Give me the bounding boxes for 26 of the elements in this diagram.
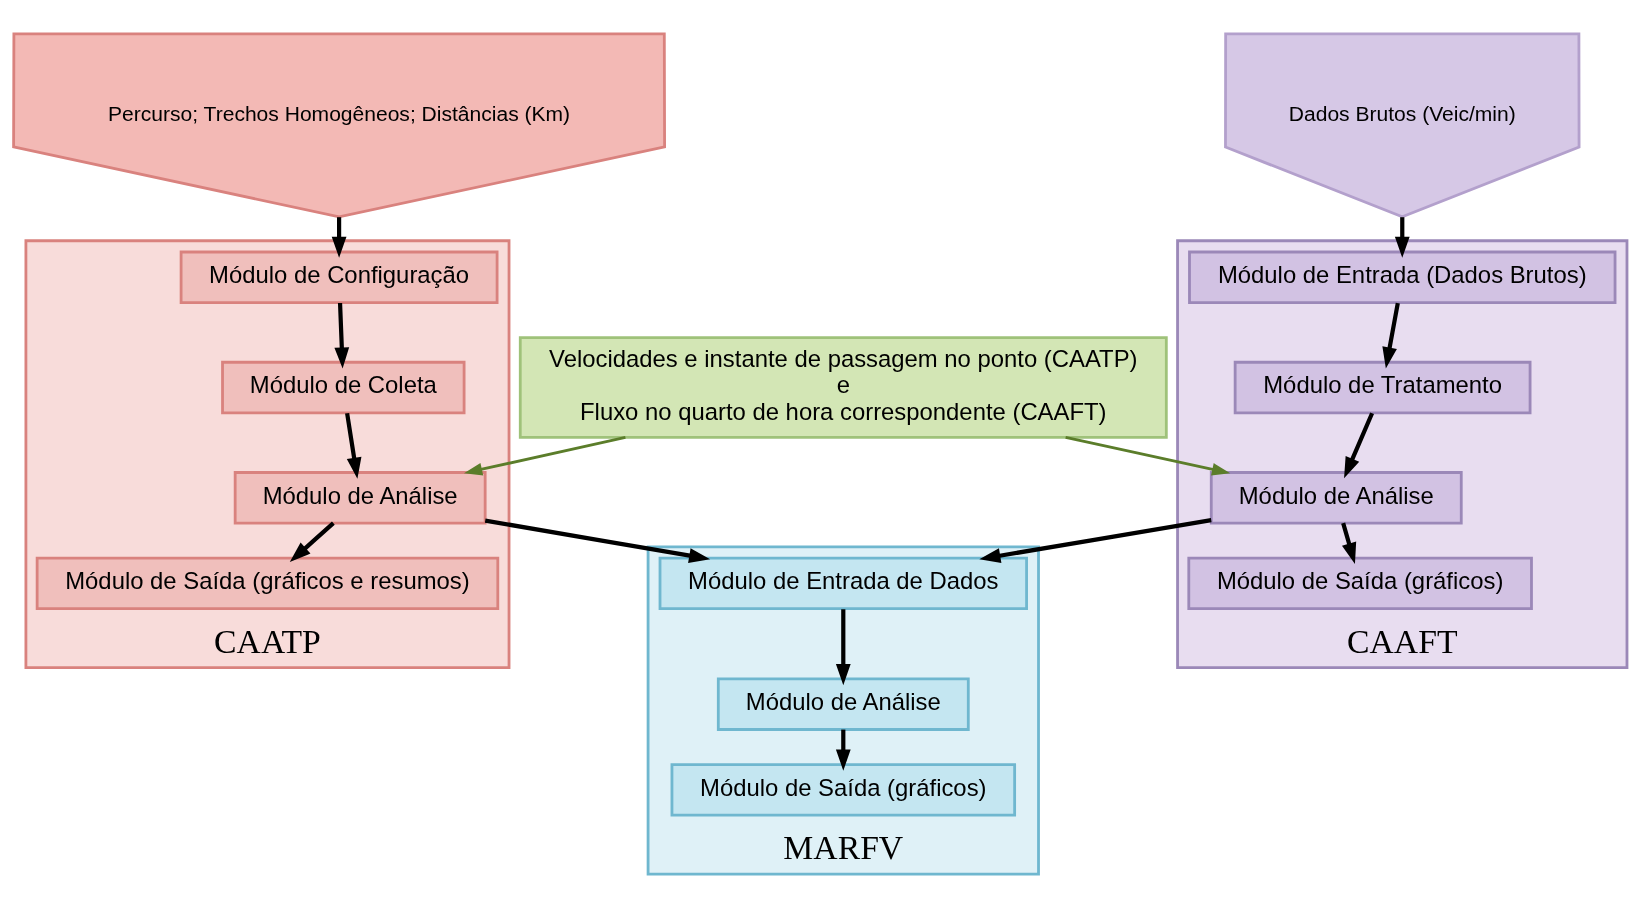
- arrow: [1394, 217, 1410, 258]
- arrow: [1382, 302, 1400, 369]
- arrow: [345, 412, 362, 479]
- arrow: [835, 609, 851, 686]
- node-box: Módulo de Configuração: [179, 250, 499, 304]
- arrow: [334, 302, 350, 369]
- arrow: [1065, 436, 1231, 476]
- arrow: [1341, 522, 1357, 564]
- node-box: Módulo de Análise: [1209, 471, 1463, 525]
- node-box: Módulo de Análise: [233, 471, 487, 525]
- arrow: [484, 518, 711, 563]
- node-box: Módulo de Tratamento: [1233, 360, 1532, 415]
- node-box: Módulo de Entrada (Dados Brutos): [1188, 250, 1617, 304]
- arrow: [979, 518, 1212, 563]
- node-box: Módulo de Saída (gráficos): [670, 763, 1017, 817]
- arrow: [289, 521, 335, 563]
- node-box: Módulo de Coleta: [221, 360, 466, 415]
- arrow: [835, 729, 851, 771]
- node-box: Velocidades e instante de passagem no ponto (CAATP) e Fluxo no quarto de hora correspondente (CAAFT): [518, 336, 1168, 439]
- arrow: [463, 436, 626, 476]
- node-box: Módulo de Análise: [716, 677, 970, 731]
- node-box: Módulo de Entrada de Dados: [658, 556, 1028, 611]
- arrow: [1344, 412, 1375, 479]
- node-box: Módulo de Saída (gráficos): [1187, 556, 1533, 611]
- node-box: Módulo de Saída (gráficos e resumos): [35, 556, 500, 611]
- arrow: [331, 217, 347, 258]
